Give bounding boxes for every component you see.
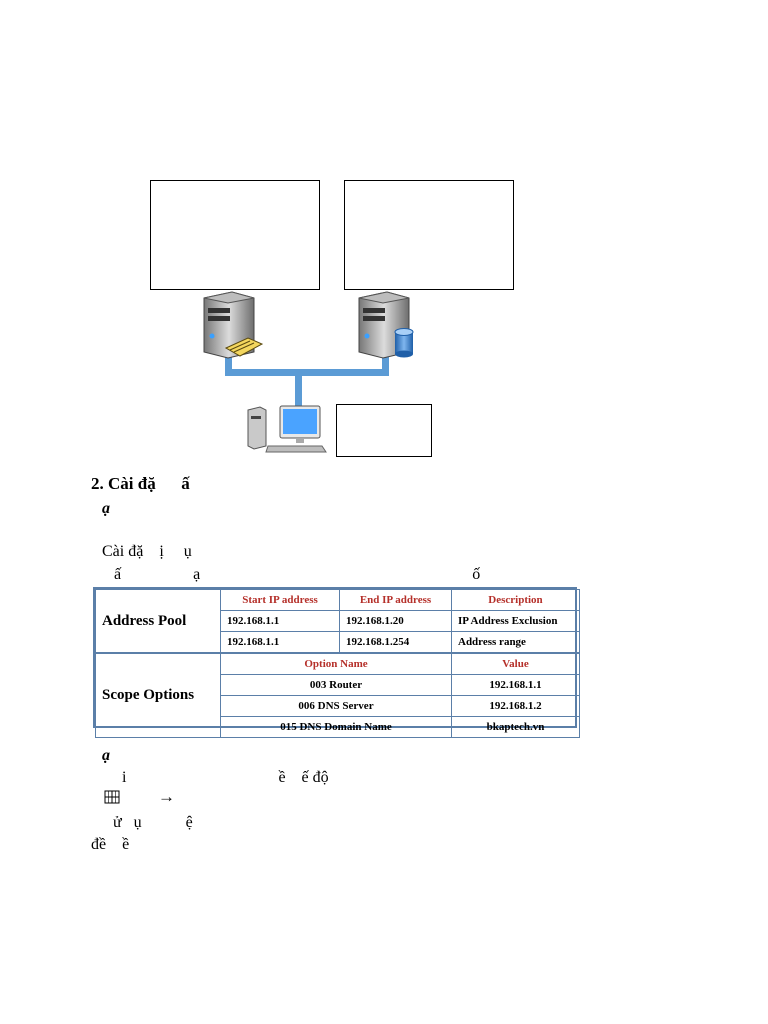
client-computer-icon	[247, 405, 327, 453]
paragraph-line-1: Cài đặ ị ụ	[102, 543, 192, 560]
section-heading: 2. Cài đặ ấ	[91, 474, 190, 493]
network-wire-down	[295, 369, 302, 409]
server-with-router-icon	[203, 291, 264, 359]
header-option-name: Option Name	[220, 652, 452, 675]
address-pool-label: Address Pool	[95, 589, 221, 654]
table-row: 015 DNS Domain Name bkaptech.vn	[96, 716, 580, 738]
header-description: Description	[451, 589, 580, 611]
start-ip-cell: 192.168.1.1	[220, 631, 340, 654]
option-name-cell: 003 Router	[220, 674, 452, 696]
option-value-cell: bkaptech.vn	[451, 716, 580, 738]
table-row: 003 Router 192.168.1.1	[96, 674, 580, 696]
server-with-database-icon	[358, 291, 414, 359]
header-value: Value	[451, 652, 580, 675]
option-name-cell: 015 DNS Domain Name	[220, 716, 452, 738]
network-wire-left	[225, 355, 232, 375]
scope-options-label: Scope Options	[95, 652, 221, 738]
client-label-box	[336, 404, 432, 457]
description-cell: IP Address Exclusion	[451, 610, 580, 632]
table-row: 192.168.1.1 192.168.1.254 Address range	[95, 631, 580, 654]
paragraph-line-5: đề ề	[91, 836, 130, 853]
server-1-label-box	[150, 180, 320, 290]
subheading-a: ạ	[102, 500, 110, 517]
table-row: 006 DNS Server 192.168.1.2	[96, 695, 580, 717]
server-2-label-box	[344, 180, 514, 290]
paragraph-line-4: ử ụ ệ	[113, 814, 193, 831]
option-name-cell: 006 DNS Server	[220, 695, 452, 717]
windows-start-icon	[104, 790, 120, 804]
network-wire-right	[382, 355, 389, 375]
end-ip-cell: 192.168.1.254	[339, 631, 452, 654]
subheading-b: ạ	[102, 747, 110, 764]
header-start-ip: Start IP address	[220, 589, 340, 611]
table-row: 192.168.1.1 192.168.1.20 IP Address Excl…	[96, 610, 580, 632]
dhcp-config-table: Address Pool Start IP address End IP add…	[93, 587, 580, 738]
paragraph-line-2: ấ ạ ố	[114, 566, 481, 583]
option-value-cell: 192.168.1.2	[451, 695, 580, 717]
network-wire-bus	[225, 369, 389, 376]
end-ip-cell: 192.168.1.20	[339, 610, 452, 632]
start-ip-cell: 192.168.1.1	[220, 610, 340, 632]
description-cell: Address range	[451, 631, 580, 654]
arrow-right-icon: →	[158, 787, 175, 806]
header-end-ip: End IP address	[339, 589, 452, 611]
option-value-cell: 192.168.1.1	[451, 674, 580, 696]
paragraph-line-3: i ề ế độ	[122, 769, 329, 786]
